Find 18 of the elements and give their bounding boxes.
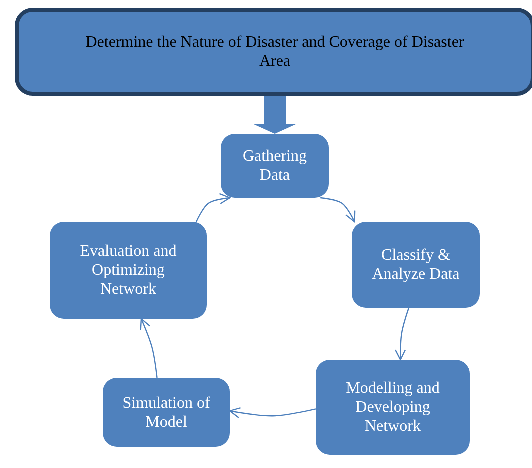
- process-box: [50, 222, 207, 319]
- header-box: [15, 8, 532, 96]
- node-text: Gathering Data: [242, 147, 308, 185]
- node-text: Modelling and Developing Network: [345, 379, 441, 436]
- arrow: [196, 193, 231, 222]
- process-box: [103, 378, 230, 447]
- process-box: [352, 222, 480, 308]
- node-text: Evaluation and Optimizing Network: [79, 242, 178, 299]
- arrow: [395, 308, 410, 361]
- node-text: Determine the Nature of Disaster and Coverage of Disaster Area: [84, 33, 466, 71]
- arrow: [320, 197, 356, 223]
- node-text: Simulation of Model: [122, 394, 212, 432]
- node-text: Classify & Analyze Data: [371, 246, 461, 284]
- process-box: [316, 360, 470, 455]
- arrow: [140, 318, 158, 378]
- process-box: [221, 134, 329, 198]
- arrow: [229, 407, 316, 418]
- block-arrow: [253, 96, 297, 134]
